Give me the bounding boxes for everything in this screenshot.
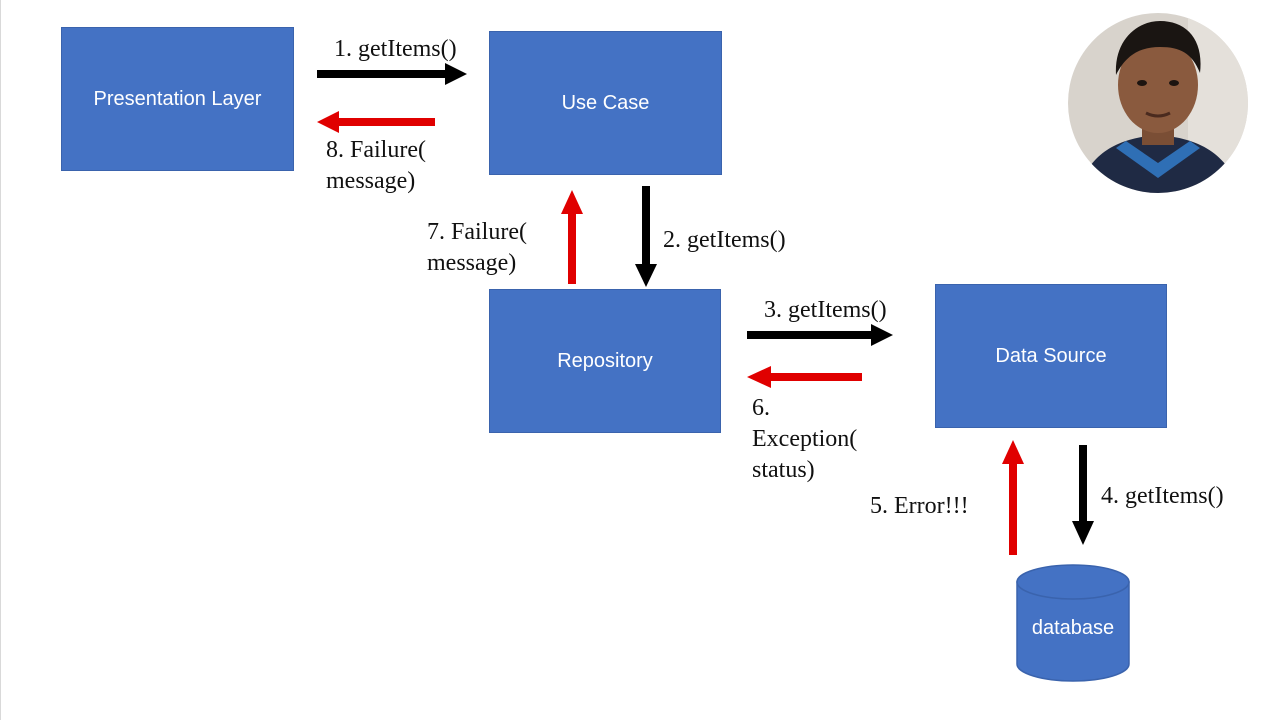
arrow-1-call [317, 63, 467, 85]
database-cylinder [1016, 564, 1130, 682]
step-5-label: 5. Error!!! [870, 493, 969, 519]
repository-label: Repository [557, 349, 653, 372]
step-8-label: 8. Failure( message) [326, 137, 426, 194]
step-1-label: 1. getItems() [334, 36, 457, 62]
arrow-3-call [747, 324, 893, 346]
step-6-label: 6. Exception( status) [752, 395, 858, 483]
arrow-2-call [635, 186, 657, 287]
arrow-4-call [1072, 445, 1094, 545]
step-4-label: 4. getItems() [1101, 483, 1224, 509]
step-3-label: 3. getItems() [764, 297, 887, 323]
database-label: database [1031, 617, 1115, 639]
use-case-box: Use Case [489, 31, 722, 175]
data-source-label: Data Source [995, 344, 1107, 367]
repository-box: Repository [489, 289, 721, 433]
data-source-box: Data Source [935, 284, 1167, 428]
arrow-6-exception [747, 366, 862, 388]
presentation-layer-box: Presentation Layer [61, 27, 294, 171]
presentation-layer-label: Presentation Layer [93, 87, 262, 110]
step-2-label: 2. getItems() [663, 227, 786, 253]
arrow-7-failure [561, 190, 583, 284]
arrow-5-error [1002, 440, 1024, 555]
use-case-label: Use Case [561, 91, 650, 114]
arrow-8-failure [317, 111, 435, 133]
presenter-webcam-avatar [1068, 13, 1248, 193]
step-7-label: 7. Failure( message) [427, 219, 527, 276]
presenter-portrait-icon [1068, 13, 1248, 193]
